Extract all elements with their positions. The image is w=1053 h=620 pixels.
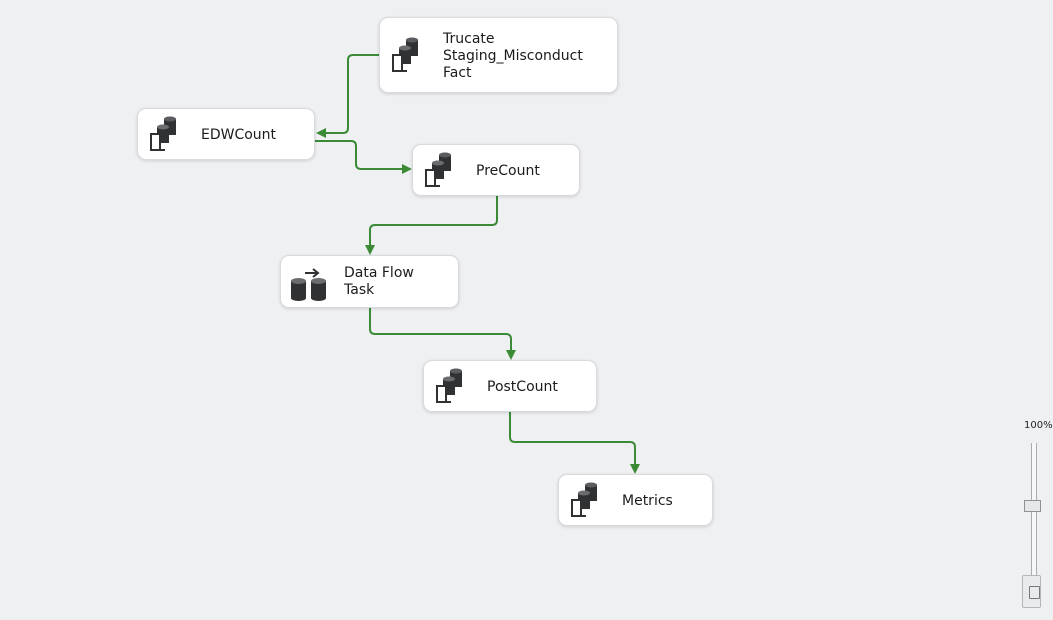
zoom-control: 100% bbox=[1022, 418, 1053, 613]
task-label: Metrics bbox=[622, 493, 673, 509]
task-label: PostCount bbox=[487, 379, 558, 395]
task-label: Trucate Staging_Misconduct Fact bbox=[443, 31, 583, 81]
data-flow-task-icon bbox=[289, 261, 331, 303]
task-truncate-staging-misconduct-fact[interactable]: Trucate Staging_Misconduct Fact bbox=[379, 17, 618, 93]
constraint-precount-to-dataflow[interactable] bbox=[365, 196, 498, 255]
execute-sql-task-icon bbox=[388, 34, 430, 76]
execute-sql-task-icon bbox=[146, 113, 188, 155]
execute-sql-task-icon bbox=[432, 365, 474, 407]
task-data-flow-task[interactable]: Data Flow Task bbox=[280, 255, 459, 308]
zoom-slider-track[interactable] bbox=[1031, 443, 1037, 585]
task-label: EDWCount bbox=[201, 127, 277, 143]
task-edwcount[interactable]: EDWCount bbox=[137, 108, 315, 160]
execute-sql-task-icon bbox=[421, 149, 463, 191]
task-label: Data Flow Task bbox=[344, 265, 414, 298]
constraint-trunc-to-edwcount[interactable] bbox=[316, 54, 379, 138]
task-metrics[interactable]: Metrics bbox=[558, 474, 713, 526]
zoom-slider-thumb[interactable] bbox=[1024, 500, 1041, 512]
constraint-dataflow-to-postcount[interactable] bbox=[369, 308, 516, 360]
zoom-fit-icon bbox=[1029, 586, 1040, 599]
constraint-postcount-to-metrics[interactable] bbox=[509, 412, 640, 474]
execute-sql-task-icon bbox=[567, 479, 609, 521]
zoom-level-label: 100% bbox=[1024, 420, 1053, 431]
task-label: PreCount bbox=[476, 163, 540, 179]
task-precount[interactable]: PreCount bbox=[412, 144, 580, 196]
zoom-to-fit-button[interactable] bbox=[1022, 575, 1041, 608]
constraint-edwcount-to-precount[interactable] bbox=[315, 140, 412, 174]
task-postcount[interactable]: PostCount bbox=[423, 360, 597, 412]
